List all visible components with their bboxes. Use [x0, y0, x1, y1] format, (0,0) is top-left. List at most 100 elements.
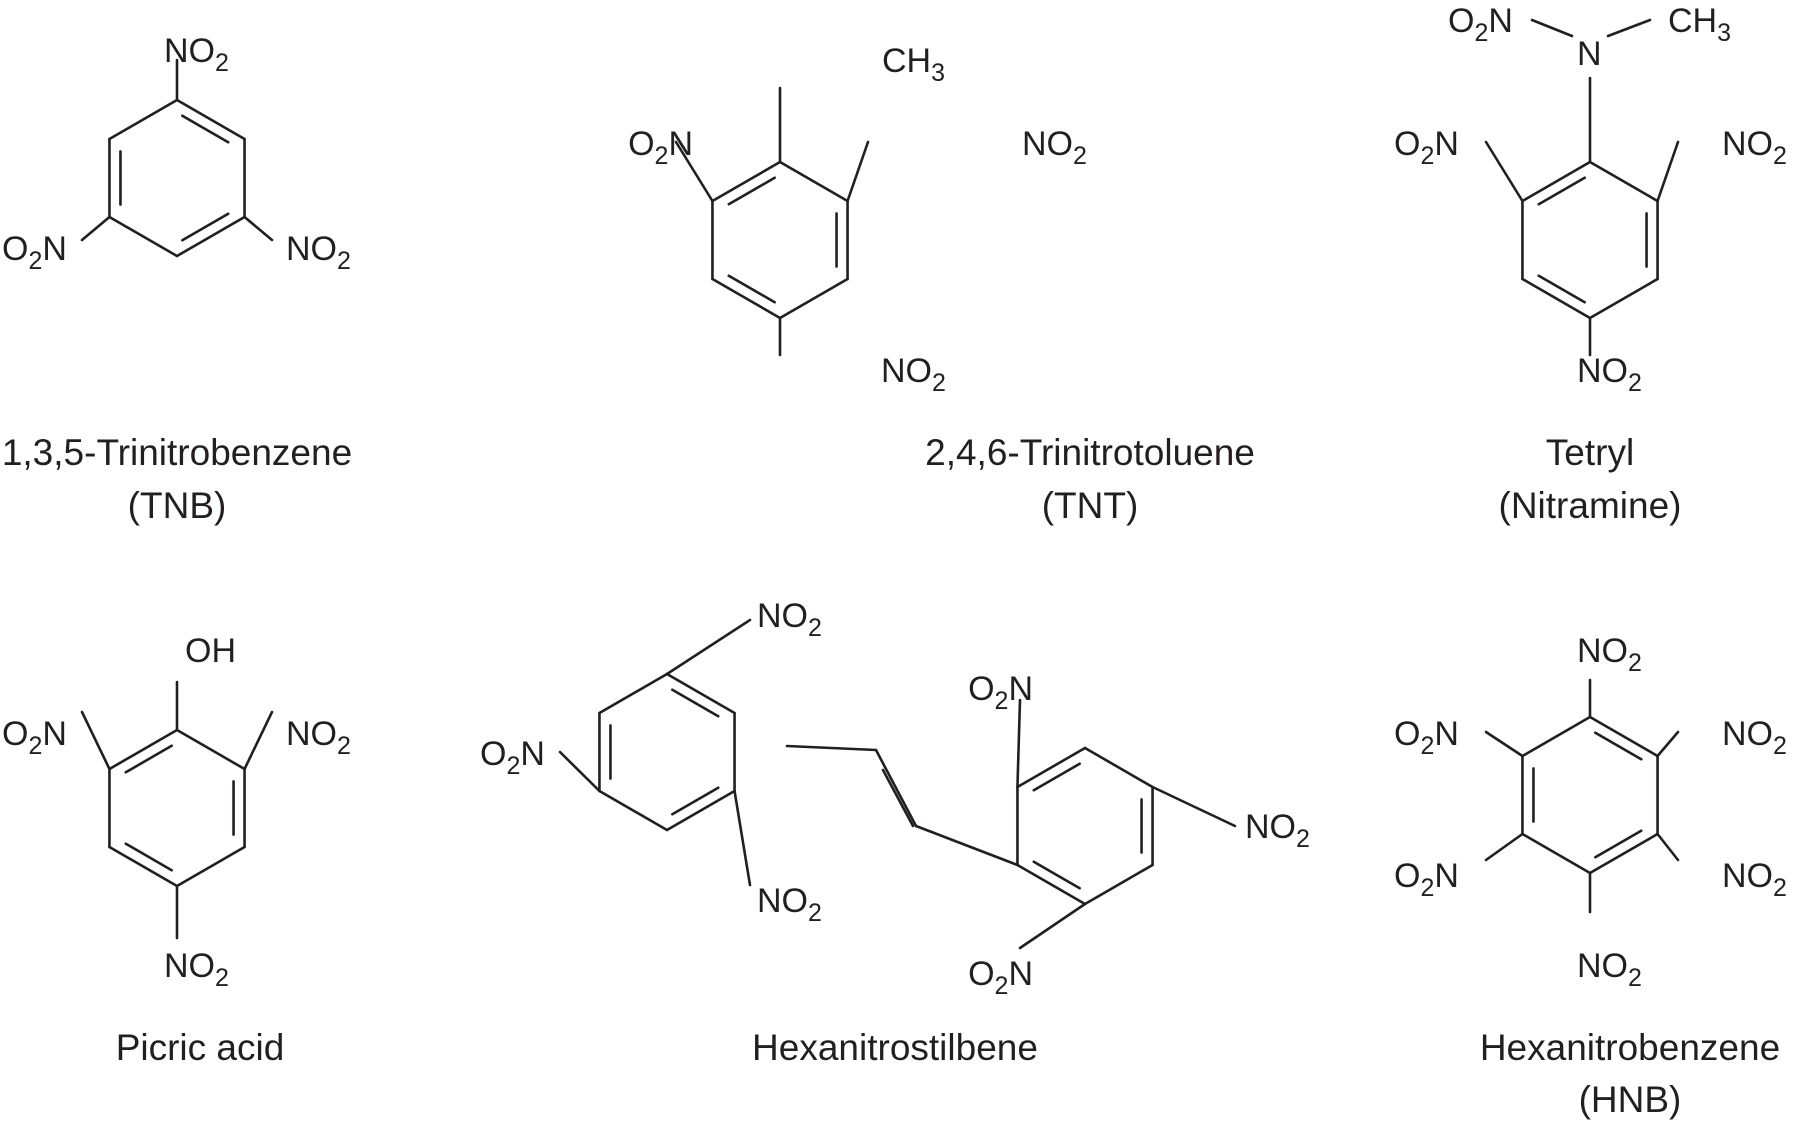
caption-abbr-tnb: (TNB) [128, 485, 227, 526]
double-bond-inner-line [1537, 176, 1586, 206]
nitro-group-right: NO2 [286, 230, 351, 275]
nitro-group-upper-left: O2N [1394, 715, 1459, 760]
double-bond-inner-line [181, 212, 230, 242]
ring-bond [1083, 863, 1154, 906]
ring-bond [598, 789, 669, 832]
bond [1656, 832, 1680, 862]
nitro-group-bottom: NO2 [1577, 352, 1642, 397]
double-bond-inner-line [727, 176, 776, 206]
caption-name-tnb: 1,3,5-Trinitrobenzene [2, 432, 352, 473]
vinylene-double-bond [874, 748, 918, 828]
methyl-group: CH3 [1668, 2, 1731, 47]
ring-bond [598, 672, 669, 715]
methyl-group: CH3 [882, 42, 945, 87]
nitro-group-upper-right: NO2 [1722, 715, 1787, 760]
nitro-group-right-ring-right: NO2 [1245, 808, 1310, 853]
bond [1016, 698, 1022, 789]
hydroxyl-group: OH [185, 632, 236, 670]
caption-name-tetryl: Tetryl [1546, 432, 1634, 473]
nitro-group-right: NO2 [1022, 125, 1087, 170]
double-bond-inner-line [1537, 274, 1586, 304]
nitro-group-left: O2N [2, 715, 67, 760]
nitro-group-left-ring-left: O2N [480, 735, 545, 780]
bond [1484, 140, 1524, 203]
ring-bond [175, 728, 246, 771]
nitro-group-right-ring-bottom: O2N [968, 955, 1033, 1000]
ring-bond [1588, 160, 1659, 203]
double-bond-inner-line [671, 786, 720, 816]
bond [674, 140, 714, 203]
amine-nitrogen: N [1577, 35, 1602, 73]
caption-name-hnb: Hexanitrobenzene [1480, 1027, 1780, 1068]
bond [665, 618, 752, 676]
caption-name-tnt: 2,4,6-Trinitrotoluene [925, 432, 1255, 473]
bond [558, 750, 601, 793]
ring-bond [175, 845, 246, 888]
ring-bond [1521, 715, 1592, 758]
ring-bond [711, 277, 782, 320]
nitro-group-on-nitrogen: O2N [1448, 2, 1513, 47]
nitro-group-right: NO2 [1722, 125, 1787, 170]
bond [914, 824, 1019, 867]
double-bond-inner-line [181, 114, 230, 144]
nitro-group-bottom: NO2 [164, 947, 229, 992]
ring-bond [778, 277, 849, 320]
ring-bond [108, 215, 179, 258]
bond [80, 215, 111, 242]
ring-bond [1521, 160, 1592, 203]
ring-bond [1521, 277, 1592, 320]
nitro-group-top: NO2 [164, 32, 229, 77]
nitro-group-bottom: NO2 [881, 352, 946, 397]
nitro-group-bottom: NO2 [1577, 947, 1642, 992]
nitro-group-right-ring-top: O2N [968, 670, 1033, 715]
ring-bond [1016, 746, 1087, 789]
bond [1656, 730, 1680, 758]
ring-bond [108, 728, 179, 771]
bond [80, 710, 111, 771]
ring-bond [108, 845, 179, 888]
nitro-group-lower-left: O2N [1394, 857, 1459, 902]
vinylene-double-bond-inner [881, 768, 915, 828]
ring-bond [665, 672, 736, 715]
bond [733, 789, 752, 887]
caption-abbr-hnb: (HNB) [1579, 1079, 1682, 1120]
ring-bond [1083, 746, 1154, 789]
ring-bond [711, 160, 782, 203]
double-bond-inner-line [124, 842, 173, 872]
nitro-group-left: O2N [1394, 125, 1459, 170]
bond [1151, 785, 1237, 828]
nitro-group-left-ring-bottom: NO2 [757, 882, 822, 927]
vinylene-bond [785, 744, 878, 752]
double-bond-inner-line [1032, 762, 1081, 792]
bond [846, 140, 870, 203]
ring-bond [1016, 863, 1087, 906]
bond [1530, 18, 1574, 38]
nitro-group-top: NO2 [1577, 632, 1642, 677]
ring-bond [108, 98, 179, 141]
ring-bond [175, 98, 246, 141]
bond [1656, 140, 1680, 203]
nitro-group-left: O2N [2, 230, 67, 275]
nitro-group-left-ring-top: NO2 [757, 597, 822, 642]
double-bond-inner-line [727, 274, 776, 304]
ring-bond [1588, 715, 1659, 758]
ring-bond [778, 160, 849, 203]
bond [1018, 902, 1087, 950]
double-bond-inner-line [1594, 731, 1643, 761]
nitro-group-left: O2N [628, 125, 693, 170]
bond [243, 215, 274, 242]
bond [1484, 832, 1524, 862]
caption-abbr-tetryl: (Nitramine) [1499, 485, 1682, 526]
ring-bond [665, 789, 736, 832]
caption-abbr-tnt: (TNT) [1042, 485, 1139, 526]
double-bond-inner-line [671, 688, 720, 718]
bond [243, 710, 274, 771]
double-bond-inner-line [1594, 829, 1643, 859]
